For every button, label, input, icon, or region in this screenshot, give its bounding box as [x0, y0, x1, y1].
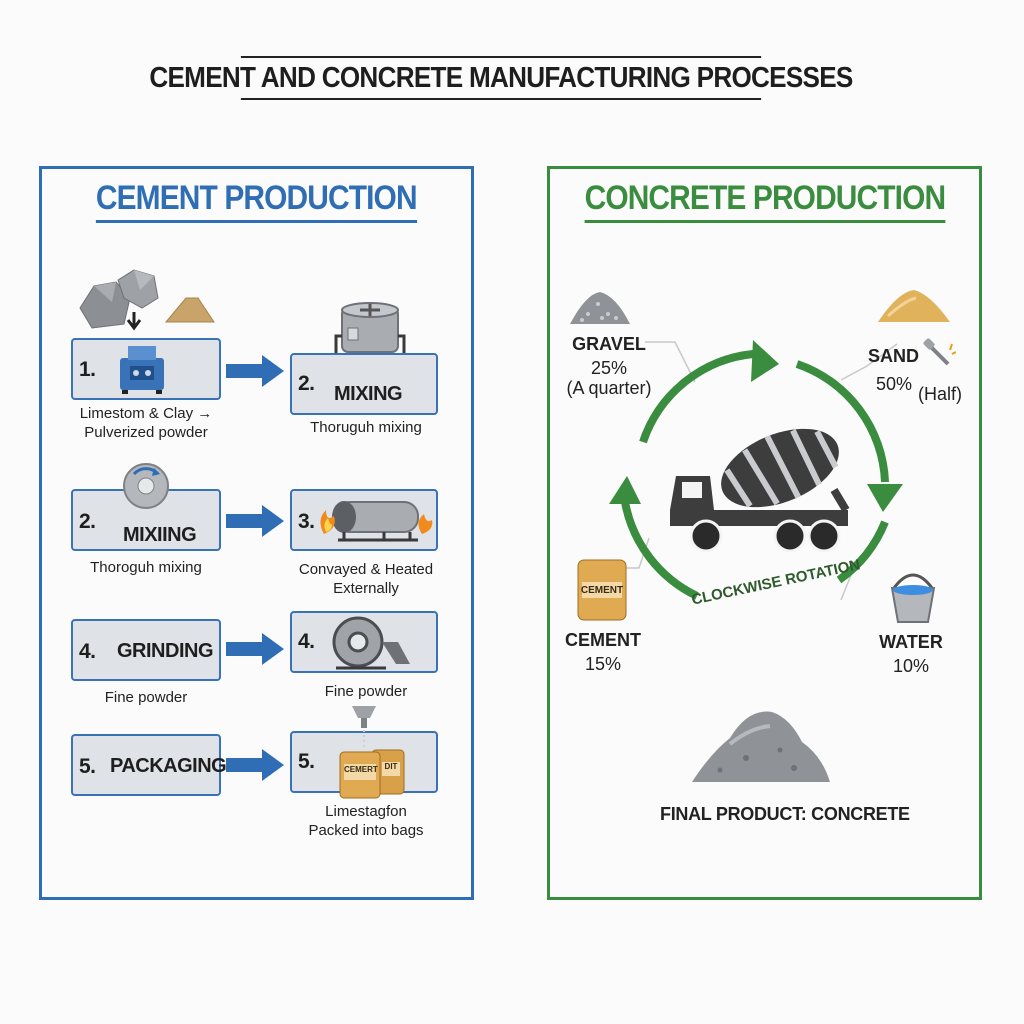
step-4-number: 4. — [79, 640, 96, 663]
step-5-label: PACKAGING — [110, 755, 227, 777]
gravel-pile-icon — [570, 292, 630, 324]
bag-label-2: DIT — [384, 762, 398, 771]
step-2-caption: Thoruguh mixing — [310, 419, 422, 436]
step-2-label: MIXING — [334, 383, 403, 405]
grinder-disc-icon — [123, 463, 169, 509]
cement-production-panel: CEMENT PRODUCTION — [39, 166, 474, 900]
mixing-cycle-diagram — [609, 340, 903, 601]
water-bucket-icon — [890, 573, 936, 623]
step-5-number: 5. — [79, 755, 96, 778]
gravel-percent: 25% — [590, 358, 628, 378]
arrow-right-icon — [226, 749, 284, 781]
step-2-number: 2. — [298, 372, 315, 395]
raw-materials-icon — [79, 269, 215, 331]
step-5-packaging — [71, 734, 221, 796]
step-4-grinding — [71, 619, 221, 681]
step-2b-label: MIXIING — [123, 524, 197, 546]
water-percent: 10% — [892, 656, 930, 676]
mixer-drum-icon — [334, 302, 406, 360]
step-3-caption-line-1: Convayed & Heated — [298, 561, 434, 578]
sand-label: SAND — [868, 346, 920, 366]
kiln-icon — [320, 501, 433, 542]
step-5b-caption-line-1: Limestagfon — [325, 803, 407, 820]
water-label: WATER — [879, 632, 943, 652]
step-4b-number: 4. — [298, 630, 315, 653]
step-4-caption: Fine powder — [104, 689, 188, 706]
concrete-production-panel: CONCRETE PRODUCTION — [547, 166, 982, 900]
bag-label-1: CEMERT — [344, 765, 378, 774]
shovel-icon — [923, 338, 956, 366]
cement-bags-icon — [339, 706, 405, 799]
cement-panel-heading: CEMENT PRODUCTION — [96, 179, 418, 223]
cement-label: CEMENT — [565, 630, 641, 650]
step-3-caption-line-2: Externally — [333, 580, 399, 597]
step-5b-caption-line-2: Packed into bags — [308, 822, 424, 839]
gravel-note: (A quarter) — [566, 378, 652, 398]
arrow-right-icon — [226, 633, 284, 665]
step-3-number: 3. — [298, 510, 315, 533]
arrow-right-icon — [226, 505, 284, 537]
concrete-panel-heading: CONCRETE PRODUCTION — [584, 179, 946, 223]
sand-pile-icon — [878, 290, 950, 322]
step-1-caption-line-2: Pulverized powder — [84, 424, 208, 441]
sand-note: (Half) — [918, 384, 962, 404]
step-5b-number: 5. — [298, 750, 315, 773]
cement-bag-label: CEMENT — [580, 585, 624, 596]
concrete-mixer-truck-icon — [670, 428, 850, 553]
sand-percent: 50% — [875, 374, 913, 394]
step-2-mixing — [290, 353, 438, 415]
ball-mill-icon — [332, 616, 410, 670]
step-2b-number: 2. — [79, 510, 96, 533]
concrete-pile-icon — [692, 711, 830, 782]
arrow-right-icon — [226, 355, 284, 387]
gravel-label: GRAVEL — [572, 334, 646, 354]
crusher-icon — [120, 346, 164, 394]
page-title: CEMENT AND CONCRETE MANUFACTURING PROCES… — [149, 56, 853, 100]
step-2b-caption: Thoroguh mixing — [90, 559, 202, 576]
step-4-label: GRINDING — [117, 640, 214, 662]
cement-bag-icon — [577, 559, 627, 621]
final-product-label: FINAL PRODUCT: CONCRETE — [660, 804, 910, 824]
step-1-number: 1. — [79, 358, 96, 381]
step-1-caption-line-1: Limestom & Clay → — [79, 405, 213, 422]
step-4b-caption: Fine powder — [324, 683, 408, 700]
cement-percent: 15% — [584, 654, 622, 674]
